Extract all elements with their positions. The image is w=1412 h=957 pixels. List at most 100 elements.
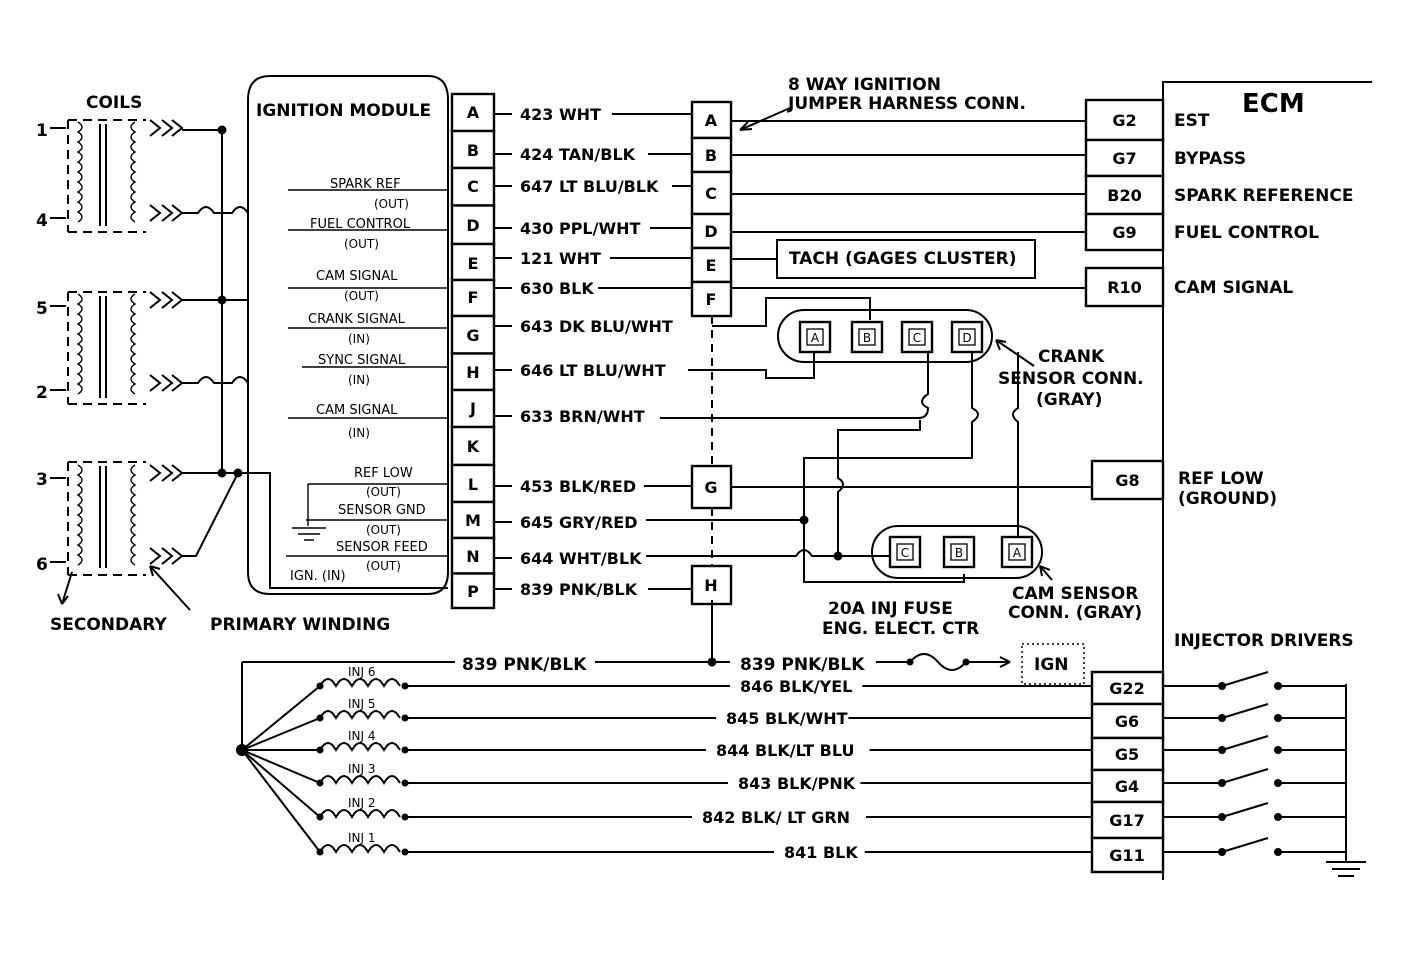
module-signal-direction: (IN) <box>348 373 370 387</box>
module-signal-name: CAM SIGNAL <box>316 403 398 418</box>
module-signal-direction: (IN) <box>348 426 370 440</box>
ecm-pin-function: EST <box>1174 111 1210 131</box>
module-pin-box <box>450 129 496 170</box>
module-pin-label: G <box>466 326 479 345</box>
crank-pin-box <box>798 320 832 354</box>
crank-label-line1: CRANK <box>1038 347 1105 367</box>
ecm-pin-function: CAM SIGNAL <box>1174 278 1293 298</box>
module-signal-direction: (OUT) <box>344 237 379 251</box>
ecm-pin-function: FUEL CONTROL <box>1174 223 1319 243</box>
module-pin-label: N <box>466 547 479 566</box>
ecm-injector-pin-label: G6 <box>1115 712 1139 731</box>
injector-label: INJ 4 <box>348 729 376 743</box>
injector-drivers-label: INJECTOR DRIVERS <box>1174 631 1354 651</box>
module-signal-name: CRANK SIGNAL <box>308 312 406 327</box>
feed-wire-left: 839 PNK/BLK <box>462 655 587 675</box>
injector-label: INJ 6 <box>348 665 376 679</box>
crank-pin-label: D <box>962 331 971 345</box>
module-pin-label: K <box>467 437 480 456</box>
ign-label: IGN <box>1034 655 1069 675</box>
cam-pin-label: C <box>901 546 909 560</box>
primary-winding-label: PRIMARY WINDING <box>210 615 390 635</box>
fuse-line2: ENG. ELECT. CTR <box>822 619 979 639</box>
jumper-title-line1: 8 WAY IGNITION <box>788 75 941 95</box>
ecm-pin-label: G7 <box>1112 149 1136 168</box>
injector-label: INJ 3 <box>348 762 376 776</box>
module-pin-label: B <box>467 141 479 160</box>
coil-number-5: 5 <box>36 299 48 319</box>
module-signal-name: SPARK REF <box>330 177 401 192</box>
module-pin-label: E <box>468 254 479 273</box>
module-signal-name: FUEL CONTROL <box>310 217 411 232</box>
fuse-line1: 20A INJ FUSE <box>828 599 953 619</box>
injector-wire-label: 842 BLK/ LT GRN <box>702 808 850 827</box>
module-pin-label: D <box>466 216 479 235</box>
cam-pin-label: B <box>955 546 963 560</box>
crank-pin-box <box>850 320 884 354</box>
injector-label: INJ 1 <box>348 831 376 845</box>
injector-label: INJ 2 <box>348 796 376 810</box>
ecm-pin-function: SPARK REFERENCE <box>1174 186 1353 206</box>
crank-pin-box <box>950 320 984 354</box>
crank-pin-box <box>900 320 934 354</box>
module-signal-name: IGN. (IN) <box>290 569 346 584</box>
ecm-injector-pin-box <box>1090 702 1165 740</box>
coil-number-6: 6 <box>36 555 48 575</box>
tach-label: TACH (GAGES CLUSTER) <box>789 249 1016 269</box>
jumper-connector: 8 WAY IGNITION JUMPER HARNESS CONN. ABCD… <box>690 75 1026 606</box>
jumper-pin-label: F <box>706 290 717 309</box>
module-wire-label: 646 LT BLU/WHT <box>520 361 666 380</box>
crank-label-line3: (GRAY) <box>1036 390 1102 410</box>
module-wire-label: 430 PPL/WHT <box>520 219 641 238</box>
coil-packs: COILS 1 4 5 2 3 6 <box>36 93 448 635</box>
module-pin-label: C <box>467 177 479 196</box>
module-pin-box <box>450 572 496 610</box>
ecm-injector-pin-box <box>1090 670 1165 706</box>
jumper-pin-label: C <box>705 184 717 203</box>
ecm-title: ECM <box>1242 89 1305 119</box>
jumper-pin-label: A <box>705 111 718 130</box>
jumper-pin-label: H <box>704 576 717 595</box>
sensor-wiring <box>646 297 1019 583</box>
injector-wire-label: 846 BLK/YEL <box>740 677 852 696</box>
module-signal-direction: (OUT) <box>366 485 401 499</box>
ecm-pin-label: R10 <box>1107 278 1142 297</box>
module-signal-direction: (OUT) <box>366 559 401 573</box>
module-signal-name: CAM SIGNAL <box>316 269 398 284</box>
coil-number-1: 1 <box>36 121 48 141</box>
module-wire-label: 453 BLK/RED <box>520 477 636 496</box>
injector-wire-label: 841 BLK <box>784 843 858 862</box>
coil-number-2: 2 <box>36 383 48 403</box>
coil-number-4: 4 <box>36 211 48 231</box>
module-wire-label: 644 WHT/BLK <box>520 549 642 568</box>
module-signal-direction: (OUT) <box>366 523 401 537</box>
module-pin-label: M <box>465 511 481 530</box>
module-wire-label: 643 DK BLU/WHT <box>520 317 673 336</box>
injector-fuse: 20A INJ FUSE ENG. ELECT. CTR IGN <box>707 599 1085 685</box>
tach-gages-cluster: TACH (GAGES CLUSTER) <box>731 239 1036 279</box>
ecm-ref-low-sub: (GROUND) <box>1178 489 1277 509</box>
module-signal-name: SYNC SIGNAL <box>318 353 406 368</box>
ecm-pin-function: BYPASS <box>1174 149 1246 169</box>
module-signal-direction: (OUT) <box>374 197 409 211</box>
crank-pin-label: A <box>811 331 820 345</box>
ecm-injector-pin-label: G4 <box>1115 777 1139 796</box>
ecm-injector-pin-label: G22 <box>1109 679 1144 698</box>
module-pin-box <box>450 204 496 246</box>
module-wire-label: 647 LT BLU/BLK <box>520 177 659 196</box>
ecm-injector-pin-box <box>1090 768 1165 804</box>
module-pin-box <box>450 278 496 318</box>
coils-title: COILS <box>86 93 142 113</box>
ecm-pin-label: B20 <box>1107 186 1141 205</box>
module-signal-direction: (OUT) <box>344 289 379 303</box>
feed-wire-right: 839 PNK/BLK <box>740 655 865 675</box>
coil-number-3: 3 <box>36 470 48 490</box>
injector-label: INJ 5 <box>348 697 376 711</box>
cam-conn-line1: CAM SENSOR <box>1012 584 1138 604</box>
cam-pin-box <box>888 535 922 569</box>
module-wire-label: 630 BLK <box>520 279 594 298</box>
